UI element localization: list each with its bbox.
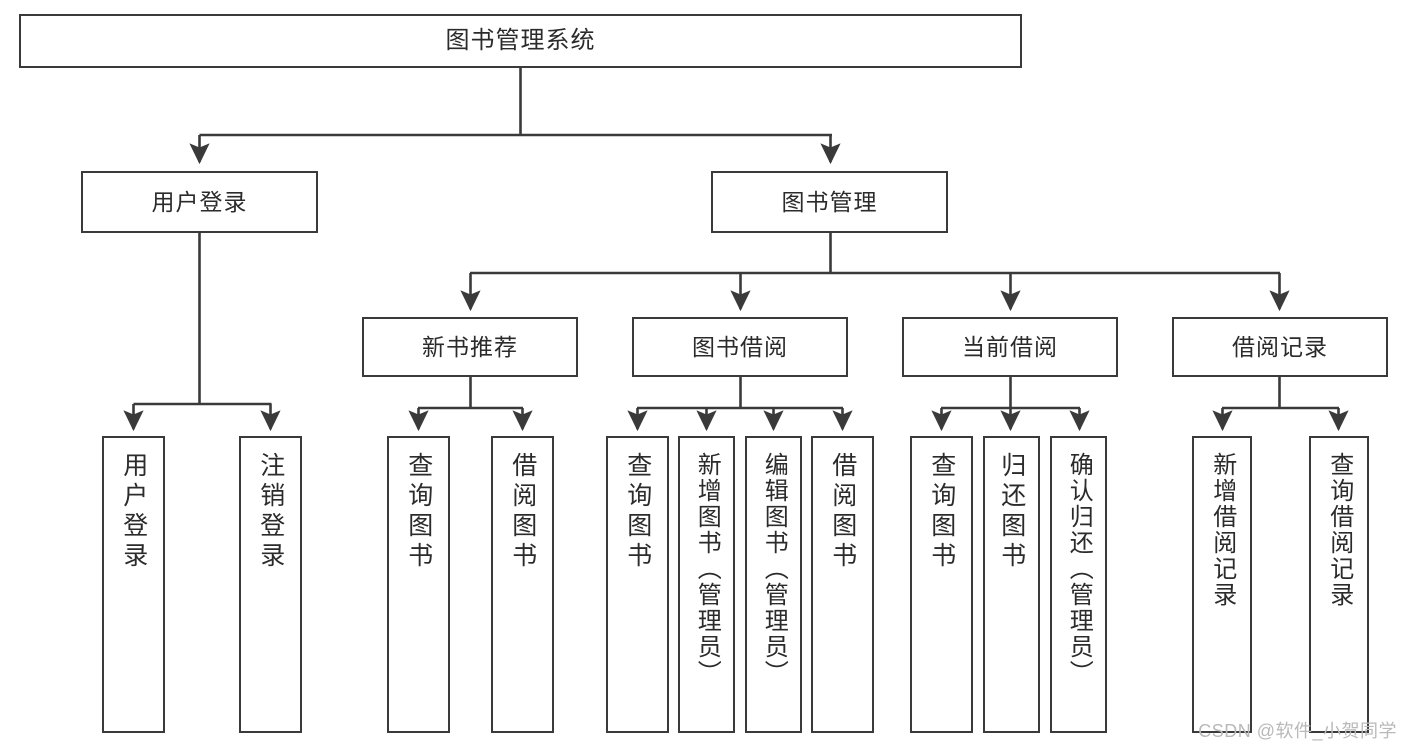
node-label: 图书管理系统 (445, 27, 596, 54)
node-label: 借阅图书 (828, 452, 857, 572)
leaf-book-borrow-borrow-book[interactable]: 借阅图书 (811, 436, 874, 733)
node-label: 新增借阅记录 (1208, 452, 1236, 608)
node-label: 归还图书 (997, 452, 1026, 572)
node-label: 新增图书（管理员） (693, 452, 721, 686)
node-label: 查询图书 (404, 452, 433, 572)
leaf-new-book-borrow-book[interactable]: 借阅图书 (491, 436, 554, 733)
node-label: 图书管理 (781, 188, 878, 215)
leaf-user-login-signout[interactable]: 注销登录 (239, 436, 302, 733)
node-root-book-management-system[interactable]: 图书管理系统 (19, 14, 1022, 68)
node-label: 确认归还（管理员） (1065, 452, 1093, 686)
node-label: 查询借阅记录 (1325, 452, 1353, 608)
leaf-book-borrow-edit-book-admin[interactable]: 编辑图书（管理员） (745, 436, 802, 733)
node-label: 查询图书 (623, 452, 652, 572)
node-label: 查询图书 (927, 452, 956, 572)
leaf-borrow-record-query-record[interactable]: 查询借阅记录 (1309, 436, 1369, 733)
node-label: 图书借阅 (692, 333, 788, 360)
node-new-book-recommend[interactable]: 新书推荐 (362, 317, 578, 377)
node-label: 注销登录 (256, 452, 285, 572)
leaf-book-borrow-add-book-admin[interactable]: 新增图书（管理员） (678, 436, 735, 733)
csdn-watermark: CSDN @软件_小贺同学 (1198, 721, 1397, 741)
node-user-login[interactable]: 用户登录 (81, 171, 318, 233)
leaf-current-borrow-query-book[interactable]: 查询图书 (910, 436, 973, 733)
node-label: 用户登录 (151, 188, 248, 215)
leaf-new-book-query-book[interactable]: 查询图书 (387, 436, 450, 733)
leaf-book-borrow-query-book[interactable]: 查询图书 (606, 436, 669, 733)
node-borrow-record[interactable]: 借阅记录 (1172, 317, 1388, 377)
node-book-borrow[interactable]: 图书借阅 (632, 317, 848, 377)
node-label: 用户登录 (119, 452, 148, 572)
leaf-borrow-record-add-record[interactable]: 新增借阅记录 (1192, 436, 1252, 733)
node-current-borrow[interactable]: 当前借阅 (902, 317, 1118, 377)
node-label: 当前借阅 (962, 333, 1058, 360)
node-book-management[interactable]: 图书管理 (711, 171, 948, 233)
leaf-user-login-signin[interactable]: 用户登录 (102, 436, 165, 733)
node-label: 借阅记录 (1232, 333, 1328, 360)
leaf-current-borrow-return-book[interactable]: 归还图书 (983, 436, 1040, 733)
node-label: 编辑图书（管理员） (760, 452, 788, 686)
node-label: 新书推荐 (422, 333, 518, 360)
node-label: 借阅图书 (508, 452, 537, 572)
leaf-current-borrow-confirm-return-admin[interactable]: 确认归还（管理员） (1050, 436, 1107, 733)
